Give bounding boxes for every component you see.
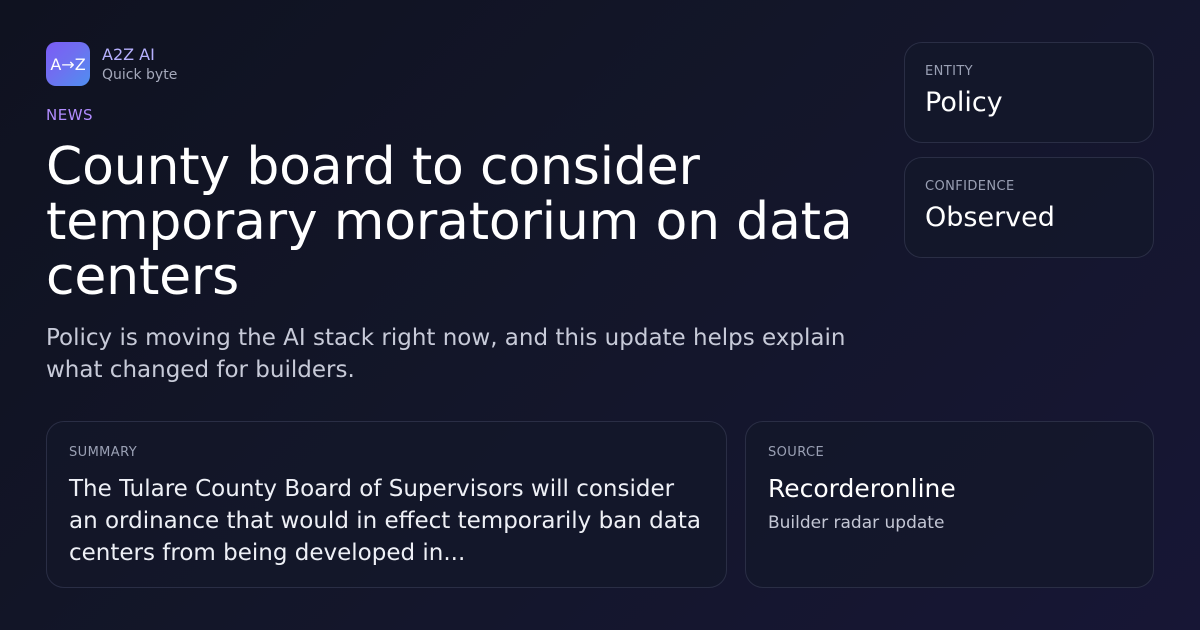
entity-label: ENTITY [925,64,973,79]
category-label: NEWS [46,106,94,124]
brand-subtitle: Quick byte [102,67,178,83]
brand-header: A→Z A2Z AI Quick byte [46,42,177,86]
summary-label: SUMMARY [69,445,138,460]
source-card: SOURCE Recorderonline Builder radar upda… [745,421,1154,588]
page-title: County board to consider temporary morat… [46,137,853,307]
entity-value: Policy [925,87,1003,118]
source-label: SOURCE [768,445,825,460]
confidence-value: Observed [925,202,1055,233]
confidence-card: CONFIDENCE Observed [904,157,1154,258]
brand-name: A2Z AI [102,45,155,64]
confidence-label: CONFIDENCE [925,179,1015,194]
entity-card: ENTITY Policy [904,42,1154,143]
brand-text: A2Z AI Quick byte [102,45,177,83]
summary-card: SUMMARY The Tulare County Board of Super… [46,421,727,588]
source-name: Recorderonline [768,474,956,503]
source-note: Builder radar update [768,513,945,533]
a2z-logo-icon: A→Z [46,42,90,86]
summary-text: The Tulare County Board of Supervisors w… [69,476,701,566]
article-dek: Policy is moving the AI stack right now,… [46,325,846,383]
